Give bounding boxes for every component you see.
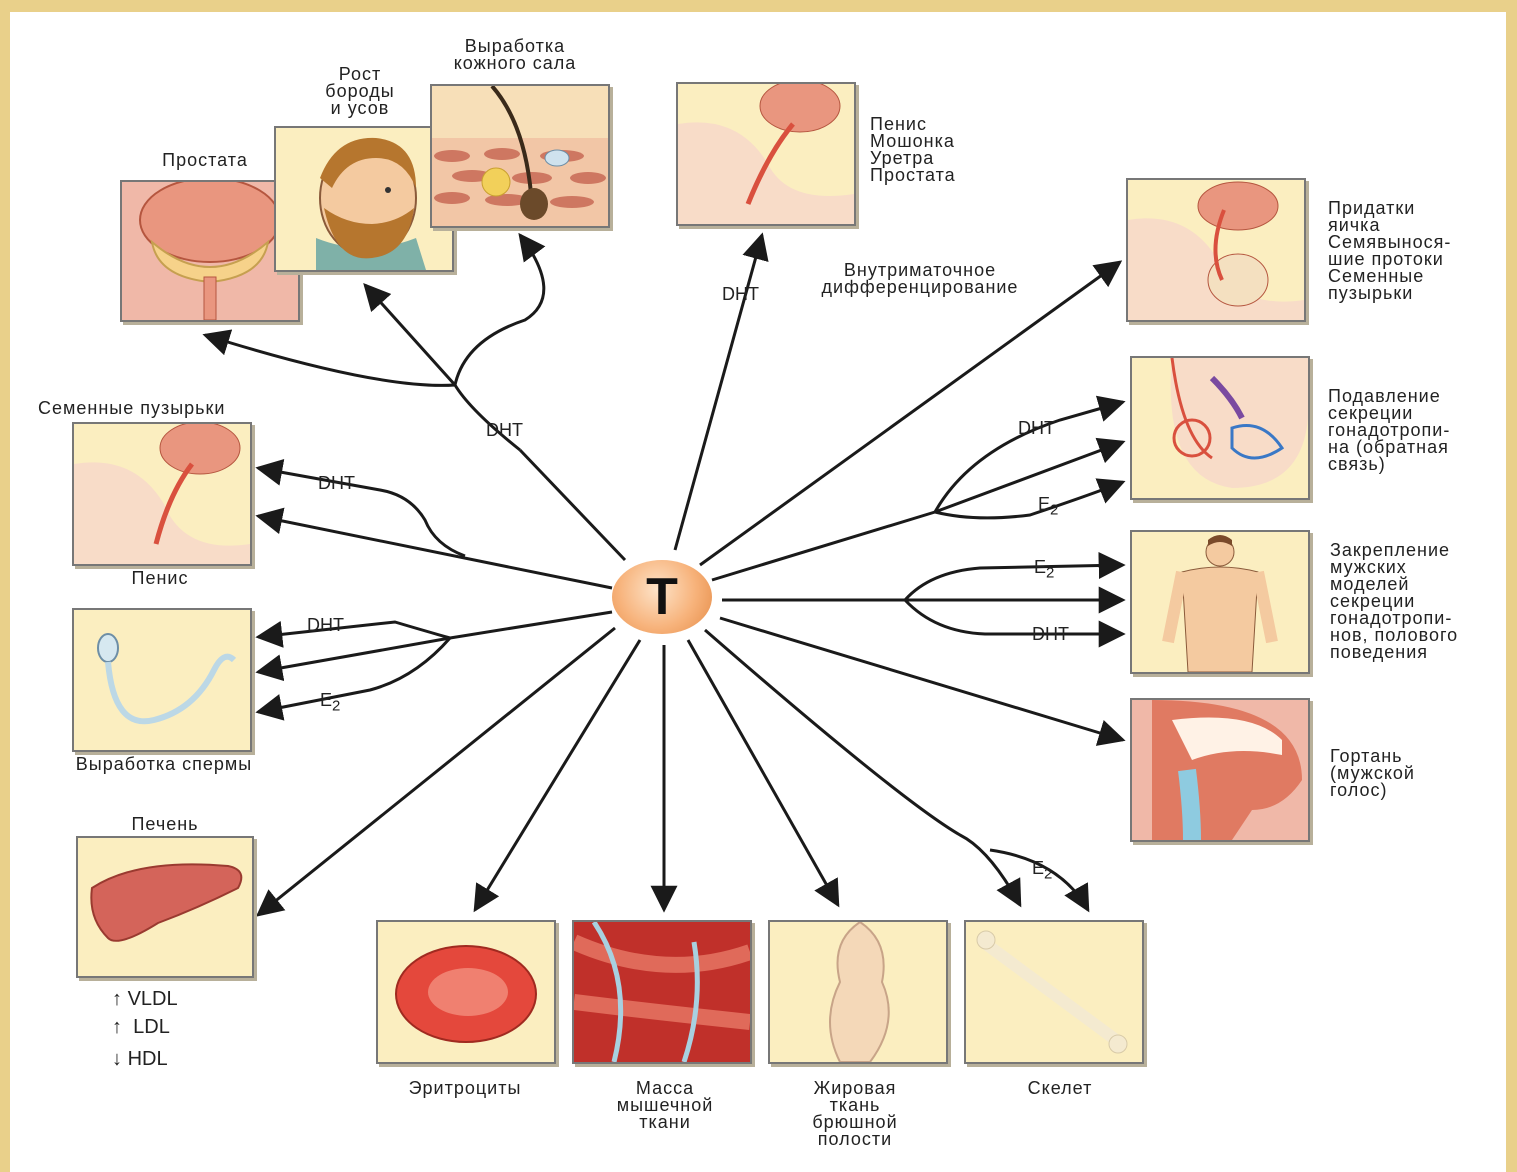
muscle-icon [574,922,750,1062]
label-gonadotropin-suppression: Подавление секреции гонадотропи- на (обр… [1328,388,1450,473]
label-abdominal-fat: Жировая ткань брюшной полости [770,1080,940,1148]
skin-section-icon [432,86,608,226]
genital-development-image [676,82,856,226]
male-figure-icon [1132,532,1308,672]
pelvis-icon [74,424,250,564]
label-male-patterns: Закрепление мужских моделей секреции гон… [1330,542,1458,661]
arrow-to-cluster-sperm [450,612,612,638]
torso-icon [770,922,946,1062]
arrow-mid-sperm [258,638,450,672]
lipid-hdl: ↓ HDL [112,1048,168,1071]
label-epididymis: Придатки яичка Семявынося- шие протоки С… [1328,200,1451,302]
label-penis: Пенис [100,570,220,587]
dht-tag: DHT [1018,418,1055,439]
arrow-to-skeleton [705,630,1020,905]
label-muscle-mass: Масса мышечной ткани [580,1080,750,1131]
label-genital-organs: Пенис Мошонка Уретра Простата [870,116,956,184]
label-larynx: Гортань (мужской голос) [1330,748,1415,799]
arrow-dht-patterns [905,600,1123,634]
arrow-to-penis-group [675,235,762,550]
label-erythrocytes: Эритроциты [380,1080,550,1097]
testis-icon [1128,180,1304,320]
larynx-image [1130,698,1310,842]
lipid-ldl: ↑ LDL [112,1016,170,1039]
arrow-to-erythrocytes [475,640,640,910]
lipid-vldl: ↑ VLDL [112,988,178,1011]
label-beard-growth: Рост бороды и усов [300,66,420,117]
label-seminal-vesicles: Семенные пузырьки [38,400,225,417]
label-prostate: Простата [145,152,265,169]
bearded-face-icon [276,128,452,270]
seminal-vesicles-image [72,422,252,566]
muscle-image [572,920,752,1064]
label-sperm-production: Выработка спермы [44,756,284,773]
arrow-dht-penis [258,468,465,556]
prostate-image [120,180,300,322]
sperm-icon [74,610,250,750]
e2-tag: E2 [320,690,340,715]
arrow-dht-beard [365,285,455,385]
bone-icon [966,922,1142,1062]
sperm-image [72,608,252,752]
feedback-image [1130,356,1310,500]
abdominal-fat-image [768,920,948,1064]
arrow-to-cluster-topleft [520,450,625,560]
head-profile-icon [1132,700,1308,840]
dht-tag: DHT [1032,624,1069,645]
dht-tag: DHT [307,615,344,636]
e2-tag: E2 [1032,858,1052,883]
beard-image [274,126,454,272]
red-blood-cell-icon [378,922,554,1062]
pelvis-icon [678,84,854,224]
dht-tag: DHT [486,420,523,441]
arrow-dht-sperm [258,622,450,638]
skeleton-image [964,920,1144,1064]
arrow-to-liver [258,628,615,915]
testosterone-label: T [646,567,678,627]
arrow-e2-sperm [258,638,450,712]
arrow-to-cluster-right1 [712,512,935,580]
sebum-image [430,84,610,228]
testosterone-node: T [612,560,712,634]
e2-tag: E2 [1034,557,1054,582]
epididymis-image [1126,178,1306,322]
arrow-dht-sebum [455,235,544,385]
label-liver: Печень [100,816,230,833]
male-body-image [1130,530,1310,674]
prostate-icon [122,182,298,320]
dht-tag: DHT [318,473,355,494]
liver-icon [78,838,252,976]
arrow-e2-patterns [905,565,1123,600]
arrow-to-penis [258,516,612,588]
erythrocytes-image [376,920,556,1064]
label-intrauterine-differentiation: Внутриматочное дифференцирование [790,262,1050,296]
brain-pituitary-icon [1132,358,1308,498]
e2-tag: E2 [1038,494,1058,519]
liver-image [76,836,254,978]
dht-tag: DHT [722,284,759,305]
label-skeleton: Скелет [975,1080,1145,1097]
label-sebum-production: Выработка кожного сала [430,38,600,72]
